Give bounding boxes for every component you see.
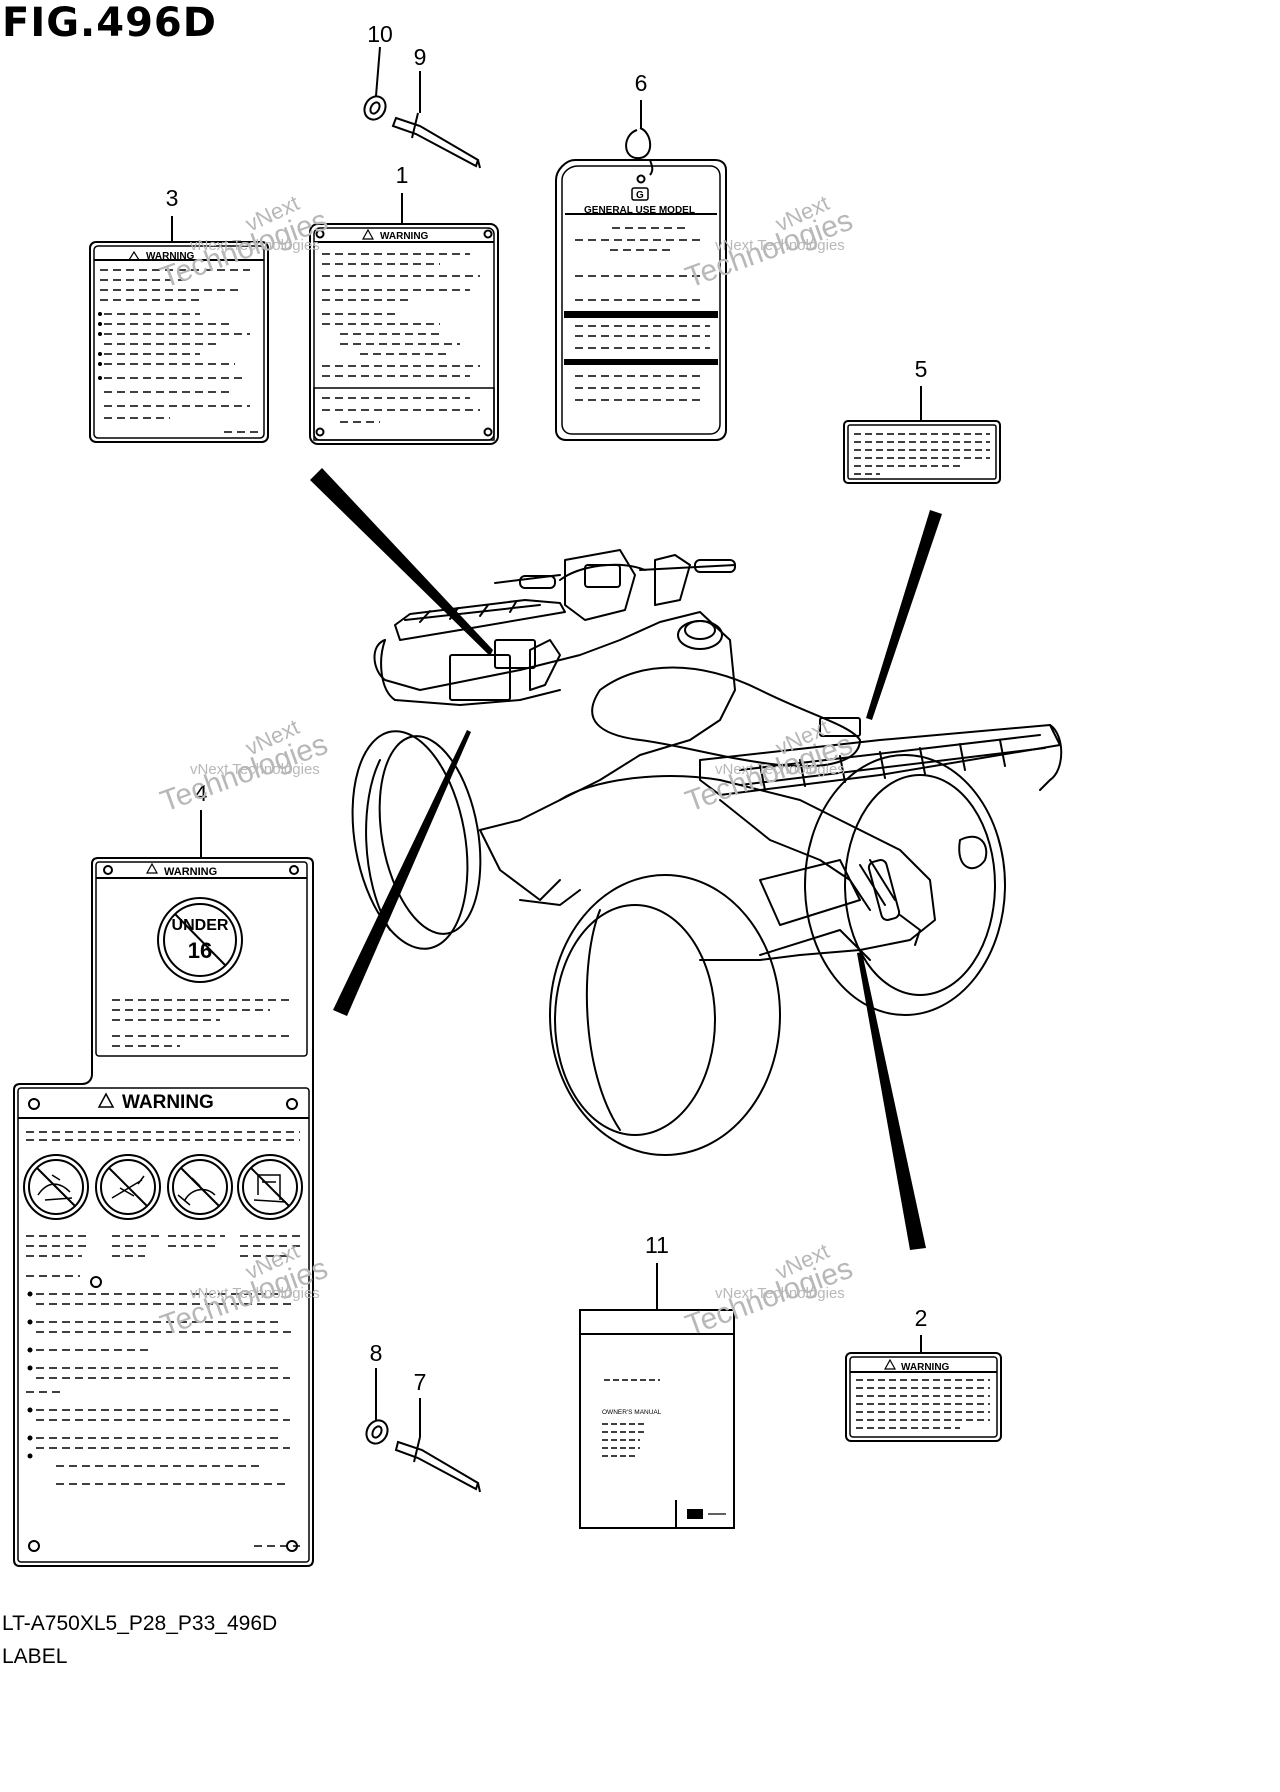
under-text: UNDER — [172, 917, 229, 934]
label-part-3 — [89, 241, 269, 443]
callout-9: 9 — [414, 44, 427, 70]
watermark-5: vNext vNext Technologies Technologies — [156, 1238, 332, 1342]
callout-11: 11 — [645, 1232, 669, 1258]
label-2-warning: WARNING — [901, 1362, 950, 1373]
label-part-1 — [309, 223, 499, 445]
callout-5: 5 — [915, 356, 928, 382]
manual-part-11 — [579, 1309, 735, 1529]
label-1-warning: WARNING — [380, 231, 429, 242]
callout-8: 8 — [370, 1340, 383, 1366]
svg-text:vNext Technologies: vNext Technologies — [715, 237, 845, 254]
label-4-warning-top: WARNING — [164, 866, 217, 878]
watermark-6: vNext vNext Technologies Technologies — [681, 1238, 857, 1342]
callout-10: 10 — [367, 21, 393, 47]
tag-letter: G — [636, 190, 644, 201]
label-part-2 — [845, 1352, 1002, 1442]
svg-text:vNext Technologies: vNext Technologies — [190, 761, 320, 778]
label-part-6 — [555, 127, 727, 441]
callout-1: 1 — [396, 162, 409, 188]
svg-text:vNext Technologies: vNext Technologies — [190, 1285, 320, 1302]
svg-text:vNext Technologies: vNext Technologies — [715, 761, 845, 778]
callout-2: 2 — [915, 1305, 928, 1331]
label-4-warning-bottom: WARNING — [122, 1092, 214, 1113]
section-label: LABEL — [2, 1645, 68, 1668]
age-16-text: 16 — [188, 938, 212, 963]
callout-6: 6 — [635, 70, 648, 96]
model-code: LT-A750XL5_P28_P33_496D — [2, 1612, 278, 1635]
svg-text:vNext Technologies: vNext Technologies — [715, 1285, 845, 1302]
callout-leaders — [171, 46, 922, 1437]
rivet-part-9 — [391, 112, 481, 169]
washer-part-8 — [365, 1419, 389, 1445]
label-part-5 — [843, 420, 1001, 484]
watermark-4: vNext vNext Technologies Technologies — [681, 714, 857, 818]
watermark-3: vNext vNext Technologies Technologies — [156, 714, 332, 818]
atv-illustration — [351, 549, 1063, 1156]
svg-text:vNext Technologies: vNext Technologies — [190, 237, 320, 254]
leader-lines — [310, 468, 942, 1250]
label-part-4 — [13, 857, 314, 1567]
figure-title: FIG.496D — [2, 0, 217, 46]
general-use-model-text: GENERAL USE MODEL — [584, 205, 695, 216]
rivet-part-7 — [394, 1436, 481, 1493]
callout-4: 4 — [195, 780, 208, 806]
label-3-warning: WARNING — [146, 251, 195, 262]
washer-part-10 — [363, 95, 387, 121]
callout-7: 7 — [414, 1369, 427, 1395]
callout-3: 3 — [166, 185, 179, 211]
owners-manual-text: OWNER'S MANUAL — [602, 1409, 662, 1416]
watermark-2: vNext vNext Technologies Technologies — [681, 190, 857, 294]
